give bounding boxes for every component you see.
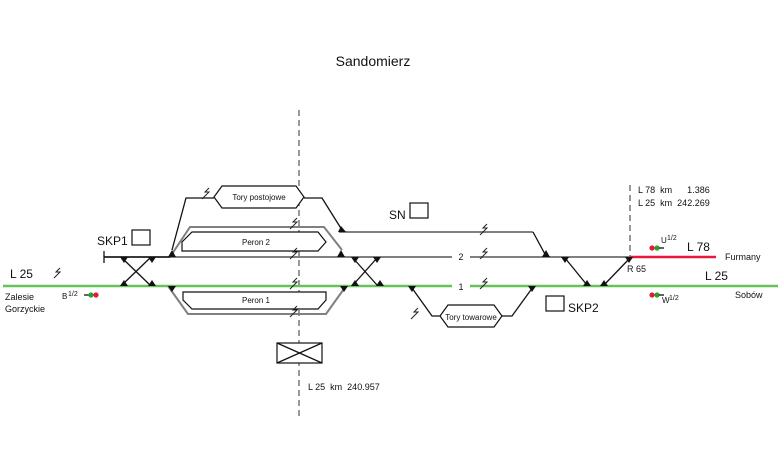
insulated-joints <box>53 187 489 320</box>
signal-b-suffix: 1/2 <box>68 291 78 298</box>
signal-box-sn[interactable] <box>409 202 429 219</box>
destination-west-line1: Zalesie <box>5 292 34 302</box>
platform-1 <box>182 291 327 310</box>
signal-green-light-icon <box>654 245 660 251</box>
signal-green-light-icon <box>88 292 94 298</box>
freight-track-west <box>411 287 440 317</box>
track-1-number: 1 <box>458 282 463 292</box>
west-crossover-b <box>121 257 151 286</box>
signal-u-suffix: 1/2 <box>667 235 677 242</box>
signal-red-light-icon <box>649 292 655 298</box>
switch-marker[interactable] <box>120 257 128 263</box>
signal-w: W 1/2 <box>649 292 679 305</box>
signal-u-letter: U <box>661 236 667 245</box>
freight-yard <box>439 304 503 328</box>
station-title: Sandomierz <box>336 53 411 69</box>
kilometrage-junction-l25: L 25 km 242.269 <box>638 198 710 208</box>
destination-west-line2: Gorzyckie <box>5 304 45 314</box>
kilometrage-junction-l78: L 78 km 1.386 <box>638 185 710 195</box>
stabling-yard-label: Tory postojowe <box>232 193 286 202</box>
middle-crossover-b <box>352 257 378 286</box>
switch-r65-label: R 65 <box>627 264 646 274</box>
track-2-number: 2 <box>458 252 463 262</box>
signal-w-suffix: 1/2 <box>669 295 679 302</box>
station-building <box>276 342 323 364</box>
signal-box-skp1[interactable] <box>131 229 151 246</box>
platform-2-label: Peron 2 <box>242 238 271 247</box>
signal-w-letter: W <box>662 296 670 305</box>
destination-east-branch: Furmany <box>725 252 761 262</box>
line-label-l78: L 78 <box>687 240 710 254</box>
east-crossover <box>564 257 588 286</box>
destination-east-main: Sobów <box>735 290 763 300</box>
switch-r65-track <box>603 257 631 286</box>
signal-b-letter: B <box>62 292 67 301</box>
signal-green-light-icon <box>654 292 660 298</box>
line-label-west: L 25 <box>10 267 33 281</box>
track-2-label-bg <box>452 250 470 264</box>
siding-to-track-2 <box>532 231 547 257</box>
signal-box-skp2[interactable] <box>545 295 565 312</box>
signal-box-sn-label: SN <box>389 208 406 222</box>
line-label-east: L 25 <box>705 269 728 283</box>
switch-markers <box>120 226 633 292</box>
signal-red-light-icon <box>649 245 655 251</box>
track-1-label-bg <box>452 279 470 293</box>
signal-b: B 1/2 <box>62 291 99 301</box>
signal-box-skp2-label: SKP2 <box>568 301 599 315</box>
stabling-yard <box>213 185 305 209</box>
stabling-track-west <box>171 197 214 251</box>
kilometrage-station: L 25 km 240.957 <box>308 382 380 392</box>
freight-track-east <box>500 286 534 317</box>
signal-box-skp1-label: SKP1 <box>97 234 128 248</box>
signal-red-light-icon <box>93 292 99 298</box>
platform-2-loop-track <box>169 226 343 258</box>
signal-u: U 1/2 <box>649 235 677 251</box>
insulated-joint-icon <box>53 267 62 279</box>
freight-yard-label: Tory towarowe <box>445 313 497 322</box>
platform-1-label: Peron 1 <box>242 296 271 305</box>
platform-1-loop-track <box>167 285 347 315</box>
platform-2 <box>181 231 327 252</box>
stabling-track-east <box>304 197 343 231</box>
